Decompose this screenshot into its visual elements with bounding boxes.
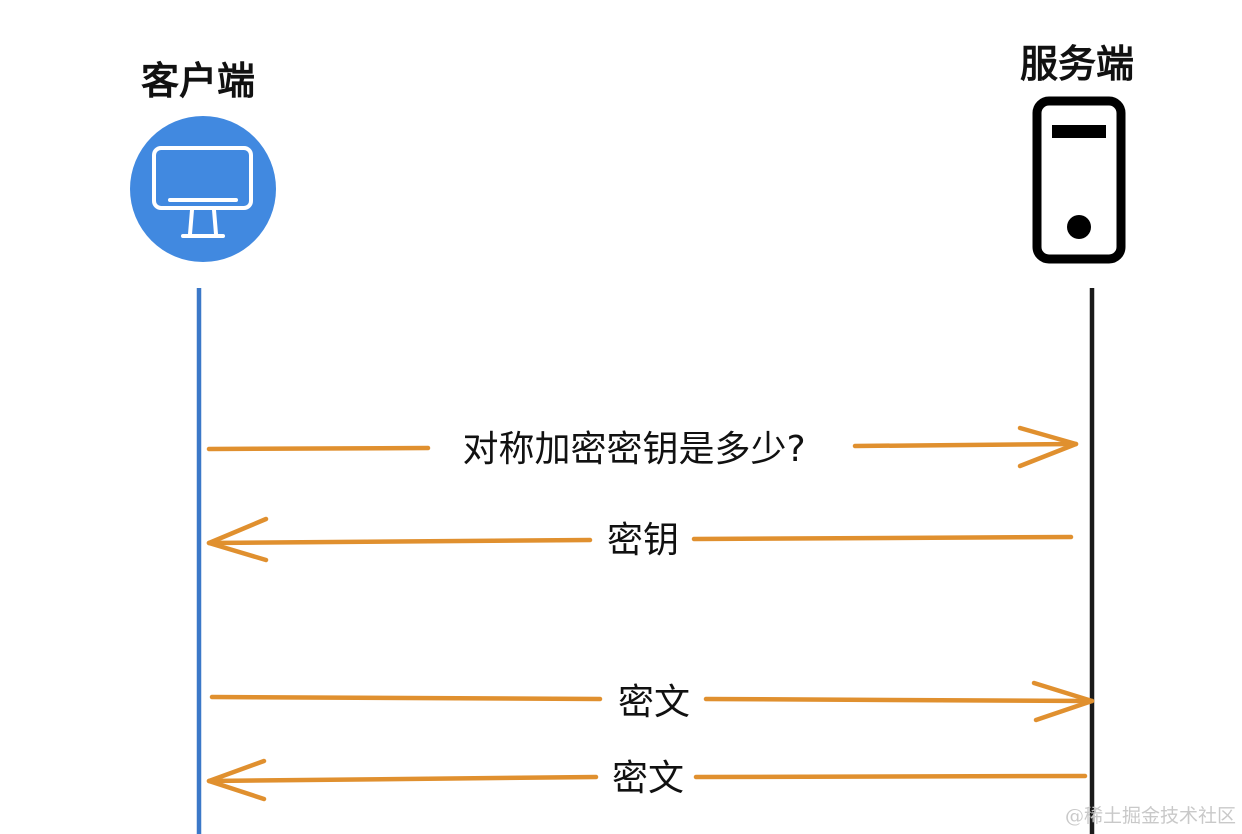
server-tower-icon: [1032, 96, 1126, 264]
message-label-2: 密钥: [598, 523, 688, 559]
client-label: 客户端: [141, 59, 256, 103]
monitor-icon: [152, 146, 253, 238]
client-icon-group: [130, 116, 276, 262]
message-arrow-3: [209, 680, 1095, 723]
message-arrow-1: [206, 425, 1079, 469]
message-label-1: 对称加密密钥是多少?: [454, 432, 814, 468]
client-circle: [130, 116, 276, 262]
message-arrow-4: [206, 758, 1088, 802]
message-label-4: 密文: [603, 761, 693, 797]
message-label-3: 密文: [609, 685, 699, 721]
message-arrow-2: [206, 516, 1074, 563]
server-label: 服务端: [1020, 42, 1135, 86]
watermark: @稀土掘金技术社区: [1064, 805, 1236, 827]
